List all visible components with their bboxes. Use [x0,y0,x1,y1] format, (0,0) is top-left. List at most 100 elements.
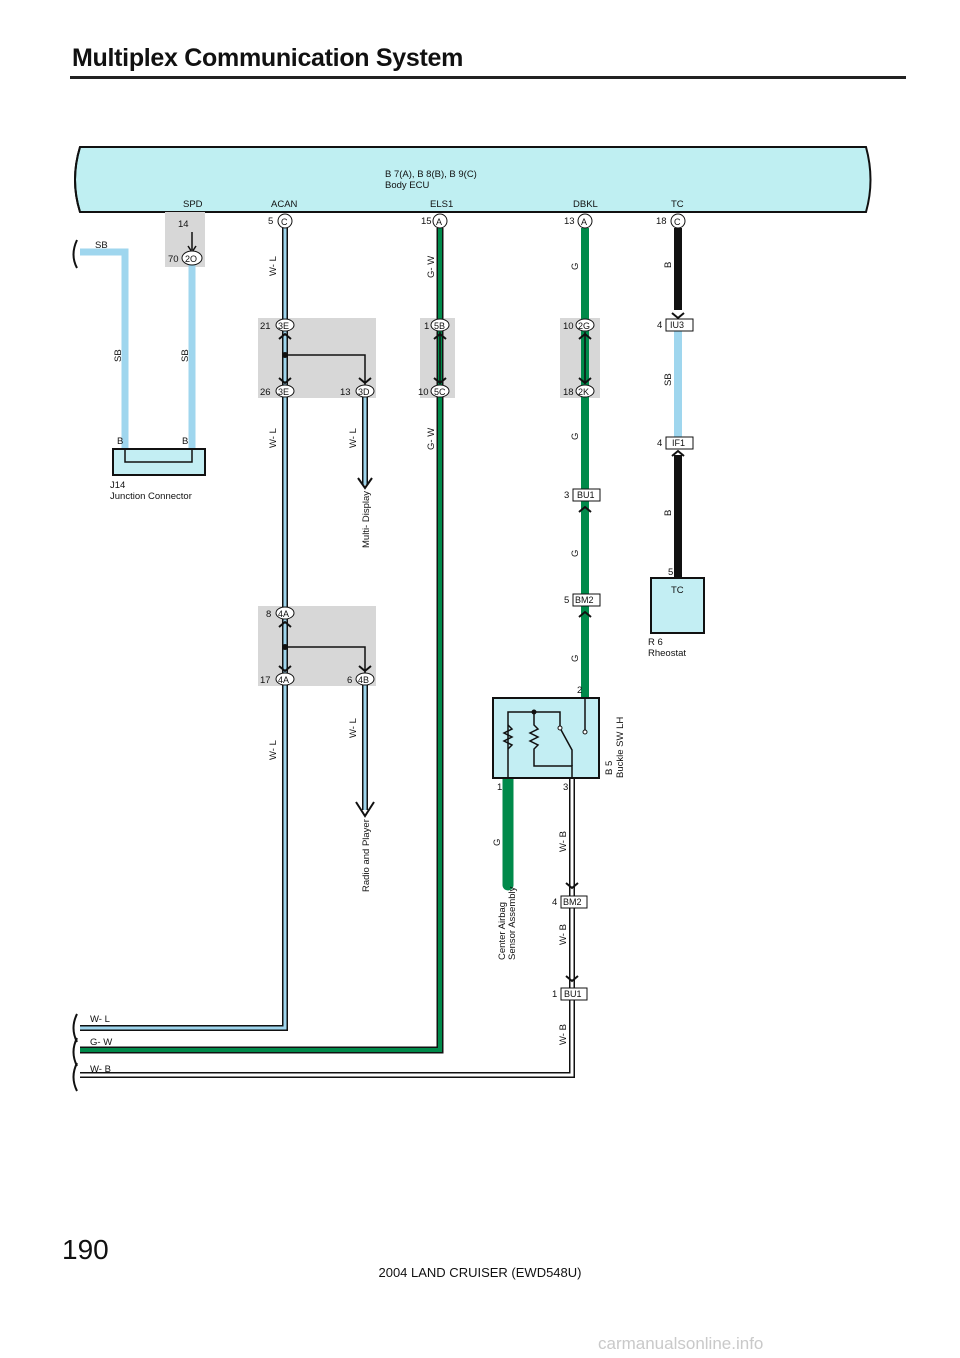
inline-connectors [275,318,694,1001]
wire-wl-4b [285,646,368,810]
j14-name: Junction Connector [110,491,192,502]
dest-airbag-2: Sensor Assembly [507,886,518,960]
ecu-code: B 7(A), B 8(B), B 9(C) [385,169,477,180]
conn-acan: C [281,217,288,227]
b5-pin1: 1 [497,782,502,793]
r6-pin: 5 [668,567,673,578]
pin-4c: 4 [552,897,557,908]
wire-label-b-1: B [663,262,674,268]
left-break-marks [72,1013,78,1092]
footer-model: 2004 LAND CRUISER (EWD548U) [378,1265,582,1280]
r6-code: R 6 [648,637,663,648]
pin-10b: 10 [563,321,574,332]
j14-bus [124,449,193,463]
conn-4a-a: 4A [278,609,289,619]
arrow-radio [355,801,375,818]
conn-4b: 4B [358,675,369,685]
conn-3e-a: 3E [278,321,289,331]
buckle-dot-3 [582,729,588,735]
terminal-dbkl: DBKL [573,199,598,210]
wire-label-gw-1: G- W [426,256,437,278]
pin-1b: 1 [552,989,557,1000]
b5-name: Buckle SW LH [615,717,626,778]
splice-dot-4a [282,644,288,650]
pin-1: 1 [424,321,429,332]
conn-els1: A [436,217,442,227]
wire-label-b-2: B [663,510,674,516]
ecu-name: Body ECU [385,180,429,191]
dest-radio: Radio and Player [361,819,372,892]
conn-dbkl: A [581,217,587,227]
wire-label-wl-left: W- L [90,1014,110,1025]
wire-label-wl-5: W- L [348,718,359,738]
wire-wl-3d [285,354,368,485]
arrow-multi-display [357,477,373,490]
b5-pin3: 3 [563,782,568,793]
conn-if1: IF1 [672,438,685,448]
conn-2k: 2K [578,387,589,397]
wire-label-g-5: G [492,839,503,846]
b5-code: B 5 [604,761,615,775]
conn-bm2-a: BM2 [575,595,594,605]
conn-bu1-b: BU1 [564,989,582,999]
conn-5c: 5C [434,387,446,397]
pin-21: 21 [260,321,271,332]
conn-3d: 3D [358,387,370,397]
ecu-connectors [181,213,686,266]
pin-26: 26 [260,387,271,398]
pin-tc: 18 [656,216,667,227]
wire-label-g-2: G [570,433,581,440]
wire-label-sb-4: SB [663,373,674,386]
conn-tc: C [674,217,681,227]
dest-multi-display: Multi- Display [361,491,372,548]
r6-rheostat [650,577,705,634]
wire-label-sb-2: SB [113,349,124,362]
pin-8: 8 [266,609,271,620]
wire-label-sb-1: SB [95,240,108,251]
title-rule [70,76,906,79]
watermark: carmanualsonline.info [598,1334,764,1353]
j14-code: J14 [110,480,125,491]
pin-5: 5 [564,595,569,606]
pin-spd: 14 [178,219,189,230]
wire-label-g-4: G [570,655,581,662]
terminal-els1: ELS1 [430,199,453,210]
conn-iu3: IU3 [670,320,684,330]
wire-wb [80,778,575,1078]
r6-label: TC [671,585,684,596]
buckle-dot-1 [531,709,537,715]
wire-label-wb-2: W- B [558,924,569,945]
page-number: 190 [62,1234,109,1265]
j14-pin-b1: B [117,436,123,447]
wire-label-wl-4: W- L [268,740,279,760]
wire-label-g-1: G [570,263,581,270]
wire-sb-left [80,248,129,450]
wire-wl-acan [80,228,288,1031]
wire-label-gw-left: G- W [90,1037,112,1048]
conn-bm2-b: BM2 [563,897,582,907]
splice-box-2g [560,318,600,398]
conn-bu1-a: BU1 [577,490,595,500]
wire-label-wl-3: W- L [348,428,359,448]
page-title: Multiplex Communication System [72,44,464,72]
splice-box-3e [258,318,376,398]
pin-els1: 15 [421,216,432,227]
pin-10a: 10 [418,387,429,398]
pin-18: 18 [563,387,574,398]
pin-dbkl: 13 [564,216,575,227]
wire-label-wb-3: W- B [558,1024,569,1045]
pin-13: 13 [340,387,351,398]
pin-3: 3 [564,490,569,501]
dest-airbag-1: Center Airbag [497,902,508,960]
j14-pin-b2: B [182,436,188,447]
terminal-acan: ACAN [271,199,298,210]
pin-j70: 70 [168,254,179,265]
splice-box-4a [258,606,376,686]
pin-4a: 4 [657,320,662,331]
wire-label-gw-2: G- W [426,428,437,450]
wire-gw-els1 [80,228,444,1054]
pin-4b: 4 [657,438,662,449]
conn-5b: 5B [434,321,445,331]
wire-label-sb-3: SB [180,349,191,362]
